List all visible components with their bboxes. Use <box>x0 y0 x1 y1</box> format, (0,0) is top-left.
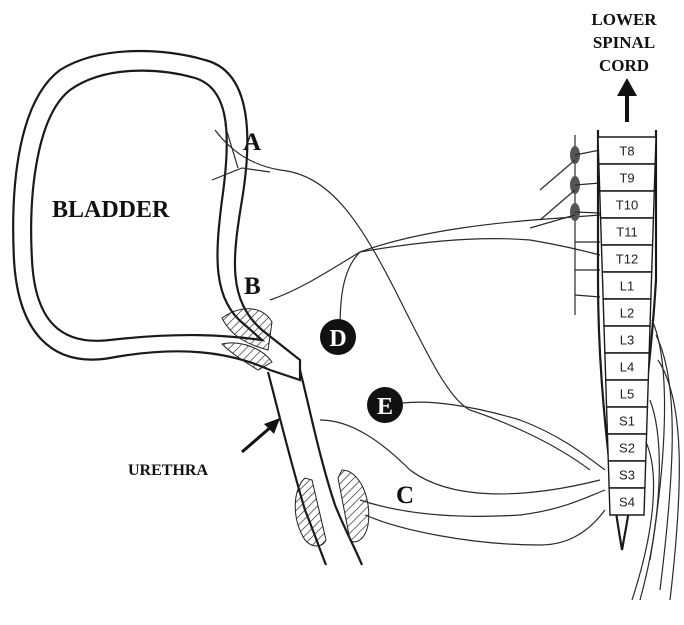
segment-label-t8: T8 <box>619 144 634 159</box>
segment-label-l4: L4 <box>620 360 634 375</box>
segment-label-t9: T9 <box>619 171 634 186</box>
segment-label-s1: S1 <box>619 414 635 429</box>
bladder-label: BLADDER <box>52 197 170 223</box>
segment-label-s3: S3 <box>619 468 635 483</box>
point-e-label: E <box>377 394 393 420</box>
point-c-label: C <box>396 482 414 509</box>
point-d-marker: D <box>320 319 356 355</box>
point-d-label: D <box>329 326 346 352</box>
sphincter-c-left <box>295 478 326 546</box>
segment-label-s4: S4 <box>619 495 635 510</box>
segment-label-l3: L3 <box>620 333 634 348</box>
segment-label-l5: L5 <box>620 387 634 402</box>
sympathetic-chain <box>530 135 600 315</box>
title-line-3: CORD <box>599 56 649 75</box>
segment-label-s2: S2 <box>619 441 635 456</box>
spinal-cord-up-arrow <box>617 78 637 122</box>
title-line-2: SPINAL <box>593 33 655 52</box>
segment-label-l2: L2 <box>620 306 634 321</box>
point-e-marker: E <box>367 387 403 423</box>
urethra-arrow <box>242 418 280 452</box>
point-a-label: A <box>243 129 261 156</box>
segment-label-t11: T11 <box>616 225 637 240</box>
segment-label-l1: L1 <box>620 279 634 294</box>
title-line-1: LOWER <box>591 10 657 29</box>
segment-label-t10: T10 <box>616 198 638 213</box>
urethra-label: URETHRA <box>128 462 208 479</box>
sphincter-c-right <box>338 470 369 542</box>
point-b-label: B <box>244 273 261 300</box>
segment-label-t12: T12 <box>616 252 638 267</box>
